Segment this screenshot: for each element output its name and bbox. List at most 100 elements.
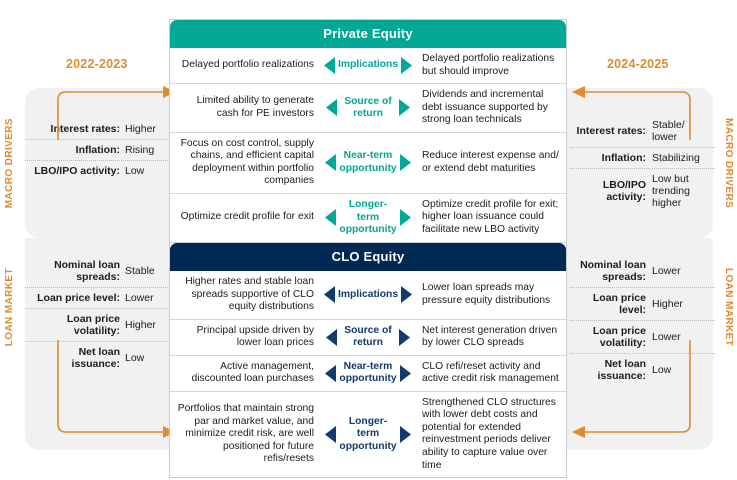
- row-category-text: Implications: [337, 59, 399, 71]
- private-equity-title: Private Equity: [170, 20, 566, 48]
- arrow-left-icon: [325, 209, 337, 227]
- row-left-text: Delayed portfolio realizations: [181, 59, 314, 71]
- row-left-text: Optimize credit profile for exit: [180, 211, 314, 223]
- arrow-right-icon: [401, 286, 413, 304]
- driver-value: Lower: [125, 292, 154, 305]
- driver-row: Net loan issuance:Low: [570, 355, 715, 385]
- driver-value: Higher: [125, 123, 156, 135]
- driver-row: Interest rates:Stable/ lower: [570, 116, 715, 146]
- row-right-text: Net interest generation driven by lower …: [422, 324, 558, 349]
- arrow-right-icon: [399, 209, 411, 227]
- clo-equity-title: CLO Equity: [170, 243, 566, 271]
- driver-separator: [25, 139, 170, 141]
- arrow-left-icon: [325, 425, 337, 443]
- driver-separator: [570, 147, 715, 149]
- row-category-label: Longer-term opportunity: [320, 392, 416, 477]
- driver-value: Low: [125, 352, 145, 365]
- driver-row: Nominal loan spreads: Lower: [570, 256, 715, 286]
- row-left-text: Active management, discounted loan purch…: [191, 360, 314, 385]
- driver-key: Loan price level:: [592, 292, 646, 317]
- row-category-text: Implications: [337, 288, 399, 300]
- driver-row: Inflation:Rising: [25, 141, 170, 159]
- driver-separator: [570, 287, 715, 289]
- row-category-label: Implications: [320, 271, 416, 319]
- driver-row: LBO/IPO activity: Low: [25, 162, 170, 180]
- driver-separator: [570, 168, 715, 170]
- comparison-row: Focus on cost control, supply chains, an…: [170, 133, 566, 194]
- arrow-left-icon: [323, 57, 335, 75]
- driver-key: Nominal loan spreads:: [54, 259, 120, 284]
- clo-equity-card: CLO Equity Higher rates and stable loan …: [170, 243, 566, 478]
- arrow-right-icon: [401, 57, 413, 75]
- comparison-row: Optimize credit profile for exit Longer-t…: [170, 194, 566, 242]
- row-left-text: Higher rates and stable loan spreads sup…: [185, 276, 314, 313]
- row-right-text: Strengthened CLO structures with lower d…: [422, 396, 556, 471]
- row-right-text: Reduce interest expense and/ or extend d…: [422, 150, 559, 174]
- driver-value: Stabilizing: [652, 152, 700, 165]
- driver-key: Interest rates:: [50, 123, 120, 135]
- row-right-text: Optimize credit profile for exit; higher…: [422, 198, 559, 236]
- driver-separator: [570, 320, 715, 322]
- row-category-label: Longer-term opportunity: [320, 194, 416, 242]
- driver-key: Loan price level:: [37, 292, 120, 305]
- driver-row: Loan price volatility: Higher: [25, 310, 170, 340]
- driver-key: LBO/IPO activity:: [602, 179, 646, 204]
- comparison-row: Principal upside driven by lower loan pr…: [170, 320, 566, 356]
- arrow-left-icon: [325, 364, 337, 382]
- driver-separator: [25, 160, 170, 162]
- private-equity-card: Private Equity Delayed portfolio realiza…: [170, 20, 566, 242]
- row-left-text: Portfolios that maintain strong par and …: [177, 403, 314, 465]
- clo-equity-rows: Higher rates and stable loan spreads sup…: [170, 271, 566, 477]
- arrow-left-icon: [323, 286, 335, 304]
- driver-value: Low but trending higher: [652, 173, 690, 210]
- driver-value: Stable/ lower: [652, 119, 685, 144]
- row-category-label: Source of return: [320, 84, 416, 132]
- arrow-left-icon: [326, 328, 337, 346]
- driver-separator: [570, 353, 715, 355]
- driver-separator: [25, 287, 170, 289]
- driver-row: Net loan issuance: Low: [25, 343, 170, 373]
- row-left-text: Limited ability to generate cash for PE …: [196, 95, 314, 119]
- driver-key: Net loan issuance:: [71, 346, 120, 371]
- row-category-text: Source of return: [344, 324, 392, 349]
- driver-value: Higher: [125, 319, 156, 332]
- driver-separator: [25, 308, 170, 310]
- comparison-row: Active management, discounted loan purch…: [170, 356, 566, 392]
- comparison-row: Portfolios that maintain strong par and …: [170, 392, 566, 477]
- driver-value: Rising: [125, 144, 155, 157]
- row-category-label: Near-term opportunity: [320, 356, 416, 391]
- driver-key: Net loan issuance:: [597, 358, 646, 383]
- row-right-text: Dividends and incremental debt issuance …: [422, 89, 548, 126]
- arrow-right-icon: [399, 328, 410, 346]
- driver-value: Lower: [652, 331, 681, 344]
- driver-key: LBO/IPO activity:: [34, 165, 120, 178]
- driver-row: LBO/IPO activity:Low but trending higher: [570, 170, 715, 212]
- row-right-text: CLO refi/reset activity and active credi…: [422, 360, 559, 385]
- driver-key: Inflation:: [601, 152, 646, 165]
- comparison-row: Delayed portfolio realizations Implicatio…: [170, 48, 566, 85]
- rail-left-loan-market: LOAN MARKET: [4, 268, 15, 347]
- arrow-right-icon: [399, 425, 411, 443]
- row-category-text: Near-term opportunity: [339, 150, 397, 174]
- rail-right-loan-market: LOAN MARKET: [723, 268, 734, 347]
- driver-value: Lower: [652, 265, 681, 278]
- arrow-right-icon: [399, 99, 410, 117]
- driver-key: Loan price volatility:: [592, 325, 646, 350]
- driver-row: Inflation: Stabilizing: [570, 149, 715, 167]
- private-equity-rows: Delayed portfolio realizations Implicatio…: [170, 48, 566, 242]
- arrow-left-icon: [326, 99, 337, 117]
- driver-key: Loan price volatility:: [66, 313, 120, 338]
- arrow-left-icon: [325, 154, 337, 172]
- driver-row: Nominal loan spreads:Stable: [25, 256, 170, 286]
- row-category-text: Source of return: [344, 95, 392, 119]
- row-category-text: Near-term opportunity: [339, 360, 397, 385]
- year-label-left: 2022-2023: [66, 57, 128, 71]
- row-right-text: Lower loan spreads may pressure equity d…: [422, 282, 551, 306]
- driver-key: Nominal loan spreads:: [580, 259, 646, 284]
- driver-row: Loan price volatility: Lower: [570, 322, 715, 352]
- driver-value: Low: [125, 165, 145, 178]
